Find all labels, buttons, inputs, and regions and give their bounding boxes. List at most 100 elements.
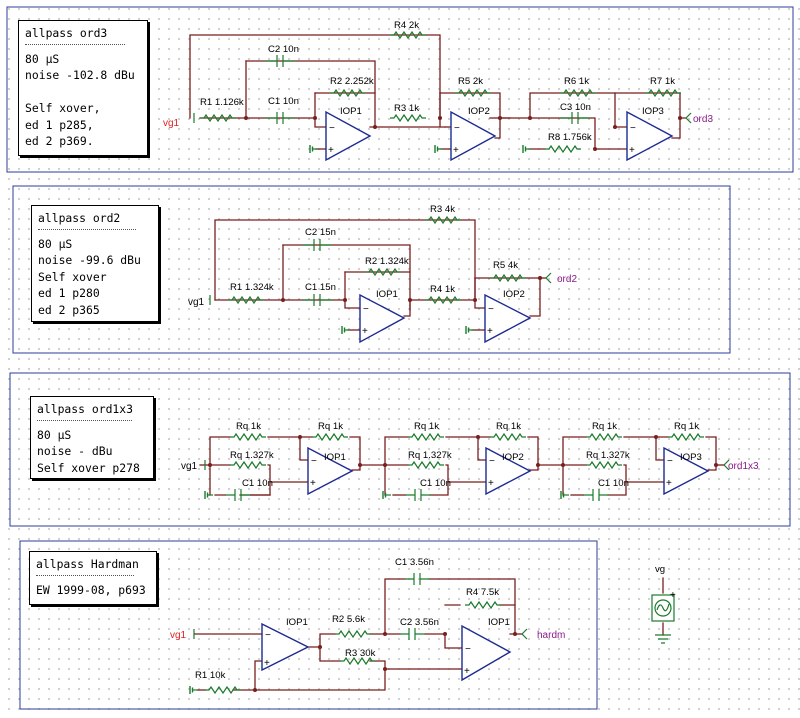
- hardman-iop1-label-a: IOP1: [286, 617, 308, 628]
- note-hardman-title: allpass Hardman: [36, 557, 139, 571]
- ord2-r1-label: R1 1.324k: [230, 282, 274, 293]
- ord1x3-output-label: ord1x3: [728, 461, 759, 472]
- hardman-iop1-label-b: IOP1: [488, 617, 510, 628]
- note-ord3: allpass ord3 80 µS noise -102.8 dBu Self…: [18, 20, 148, 156]
- note-ord3-line-2: noise -102.8 dBu: [25, 68, 135, 82]
- ord3-r1-label: R1 1.126k: [200, 97, 244, 108]
- hardman-r3-label: R3 30k: [345, 648, 376, 659]
- note-ord1x3-line-3: Self xover p278: [37, 460, 140, 475]
- hardman-output-label: hardm: [537, 630, 565, 641]
- circuit-ord3: R4 2k C2 10n R2 2.252k R1 1.126k C1 10n …: [163, 20, 713, 162]
- frame-hardman: [19, 540, 598, 710]
- ord3-iop2-label: IOP2: [468, 106, 490, 117]
- svg-text:−: −: [329, 123, 335, 134]
- ord3-input-label: vg1: [163, 118, 180, 129]
- note-ord2-line-5: ed 2 p365: [38, 302, 100, 317]
- ord1x3-c1-label-1: C1 10n: [242, 478, 273, 489]
- ord3-r4-label: R4 2k: [394, 20, 419, 31]
- svg-text:−: −: [465, 644, 471, 655]
- note-ord3-line-5: ed 1 p285,: [25, 117, 94, 132]
- note-ord1x3-rule: [37, 419, 132, 421]
- svg-text:+: +: [487, 326, 493, 337]
- svg-text:−: −: [667, 456, 673, 467]
- ord1x3-rq-fb-label-3: Rq 1k: [674, 421, 699, 432]
- ord2-output-label: ord2: [557, 274, 577, 285]
- svg-text:−: −: [265, 630, 271, 641]
- circuit-ord1x3: Rq 1k Rq 1k Rq 1.327k C1 10n Rq 1k Rq 1k…: [181, 421, 759, 501]
- ord1x3-input-label: vg1: [181, 461, 198, 472]
- note-ord2-rule: [38, 228, 137, 230]
- ord3-r6-label: R6 1k: [564, 76, 589, 87]
- svg-text:+: +: [310, 478, 316, 489]
- ord1x3-iop3-label: IOP3: [680, 452, 702, 463]
- note-ord3-line-3: [25, 84, 141, 101]
- svg-text:−: −: [454, 123, 460, 134]
- ord1x3-c1-label-3: C1 10n: [598, 478, 629, 489]
- note-hardman: allpass Hardman EW 1999-08, p693: [29, 551, 157, 605]
- ord1x3-rq-in-label-1: Rq 1k: [236, 421, 261, 432]
- ord3-r8-label: R8 1.756k: [548, 132, 592, 143]
- hardman-input-label: vg1: [170, 630, 187, 641]
- note-ord1x3-title: allpass ord1x3: [37, 402, 134, 416]
- ord3-iop3-label: IOP3: [642, 106, 664, 117]
- ord3-c2-label: C2 10n: [268, 44, 299, 55]
- ord2-input-label: vg1: [188, 297, 205, 308]
- ord2-iop2-label: IOP2: [503, 289, 525, 300]
- svg-text:−: −: [311, 456, 317, 467]
- note-ord3-line-1: 80 µS: [25, 51, 60, 66]
- svg-text:+: +: [629, 145, 635, 156]
- ord3-c3-label: C3 10n: [560, 102, 591, 113]
- ord1x3-rq-fb-label-1: Rq 1k: [318, 421, 343, 432]
- note-ord3-rule: [25, 43, 125, 45]
- ord2-iop1-label: IOP1: [376, 289, 398, 300]
- svg-text:+: +: [264, 658, 270, 669]
- ord1x3-iop1-label: IOP1: [324, 452, 346, 463]
- frame-ord2: [12, 185, 731, 354]
- ord3-r2-label: R2 2.252k: [330, 76, 374, 87]
- note-ord3-line-6: ed 2 p369.: [25, 134, 94, 148]
- svg-text:+: +: [670, 590, 676, 601]
- hardman-r1-label: R1 10k: [195, 670, 226, 681]
- note-ord1x3-line-2: noise - dBu: [37, 444, 113, 458]
- ord3-r5-label: R5 2k: [458, 76, 483, 87]
- ord3-output-label: ord3: [693, 114, 713, 125]
- note-ord2: allpass ord2 80 µS noise -99.6 dBu Self …: [31, 205, 159, 322]
- frame-ord3: [6, 6, 794, 173]
- ord2-c1-label: C1 15n: [305, 282, 336, 293]
- svg-text:−: −: [489, 456, 495, 467]
- source-vg-label: vg: [655, 564, 665, 575]
- hardman-c2-label: C2 3.56n: [400, 617, 439, 628]
- hardman-r2-label: R2 5.6k: [332, 614, 365, 625]
- svg-text:+: +: [328, 145, 334, 156]
- ord1x3-rq-fb-label-2: Rq 1k: [496, 421, 521, 432]
- ord3-iop1-label: IOP1: [340, 106, 362, 117]
- ord1x3-c1-label-2: C1 10n: [420, 478, 451, 489]
- ord3-r3-label: R3 1k: [394, 103, 419, 114]
- ord1x3-rq-in-label-3: Rq 1k: [592, 421, 617, 432]
- svg-text:−: −: [363, 304, 369, 315]
- note-ord1x3: allpass ord1x3 80 µS noise - dBu Self xo…: [30, 396, 154, 479]
- circuit-ord2: R3 4k C2 15n R2 1.324k R1 1.324k C1 15n …: [188, 204, 577, 344]
- circuit-hardman: C1 3.56n R4 7.5k R2 5.6k C2 3.56n R3 30k…: [170, 557, 565, 695]
- ord2-c2-label: C2 15n: [305, 227, 336, 238]
- frame-ord1x3: [9, 372, 791, 527]
- hardman-r4-label: R4 7.5k: [466, 587, 499, 598]
- ord1x3-rq-in-label-2: Rq 1k: [414, 421, 439, 432]
- voltage-source-vg: + vg: [651, 564, 676, 644]
- ord3-r7-label: R7 1k: [650, 76, 675, 87]
- note-hardman-line-1: EW 1999-08, p693: [36, 582, 146, 597]
- svg-text:+: +: [464, 666, 470, 677]
- ord2-r2-label: R2 1.324k: [365, 256, 409, 267]
- note-ord3-line-4: Self xover,: [25, 101, 101, 115]
- note-ord3-title: allpass ord3: [25, 26, 108, 40]
- note-ord1x3-line-1: 80 µS: [37, 427, 72, 442]
- note-ord2-line-3: Self xover: [38, 269, 107, 284]
- svg-text:−: −: [630, 123, 636, 134]
- note-hardman-rule: [36, 574, 135, 576]
- ord2-r4-label: R4 1k: [430, 284, 455, 295]
- ord2-r5-label: R5 4k: [493, 260, 518, 271]
- svg-text:+: +: [488, 478, 494, 489]
- svg-text:−: −: [488, 304, 494, 315]
- note-ord2-line-4: ed 1 p280: [38, 286, 100, 300]
- svg-text:+: +: [666, 478, 672, 489]
